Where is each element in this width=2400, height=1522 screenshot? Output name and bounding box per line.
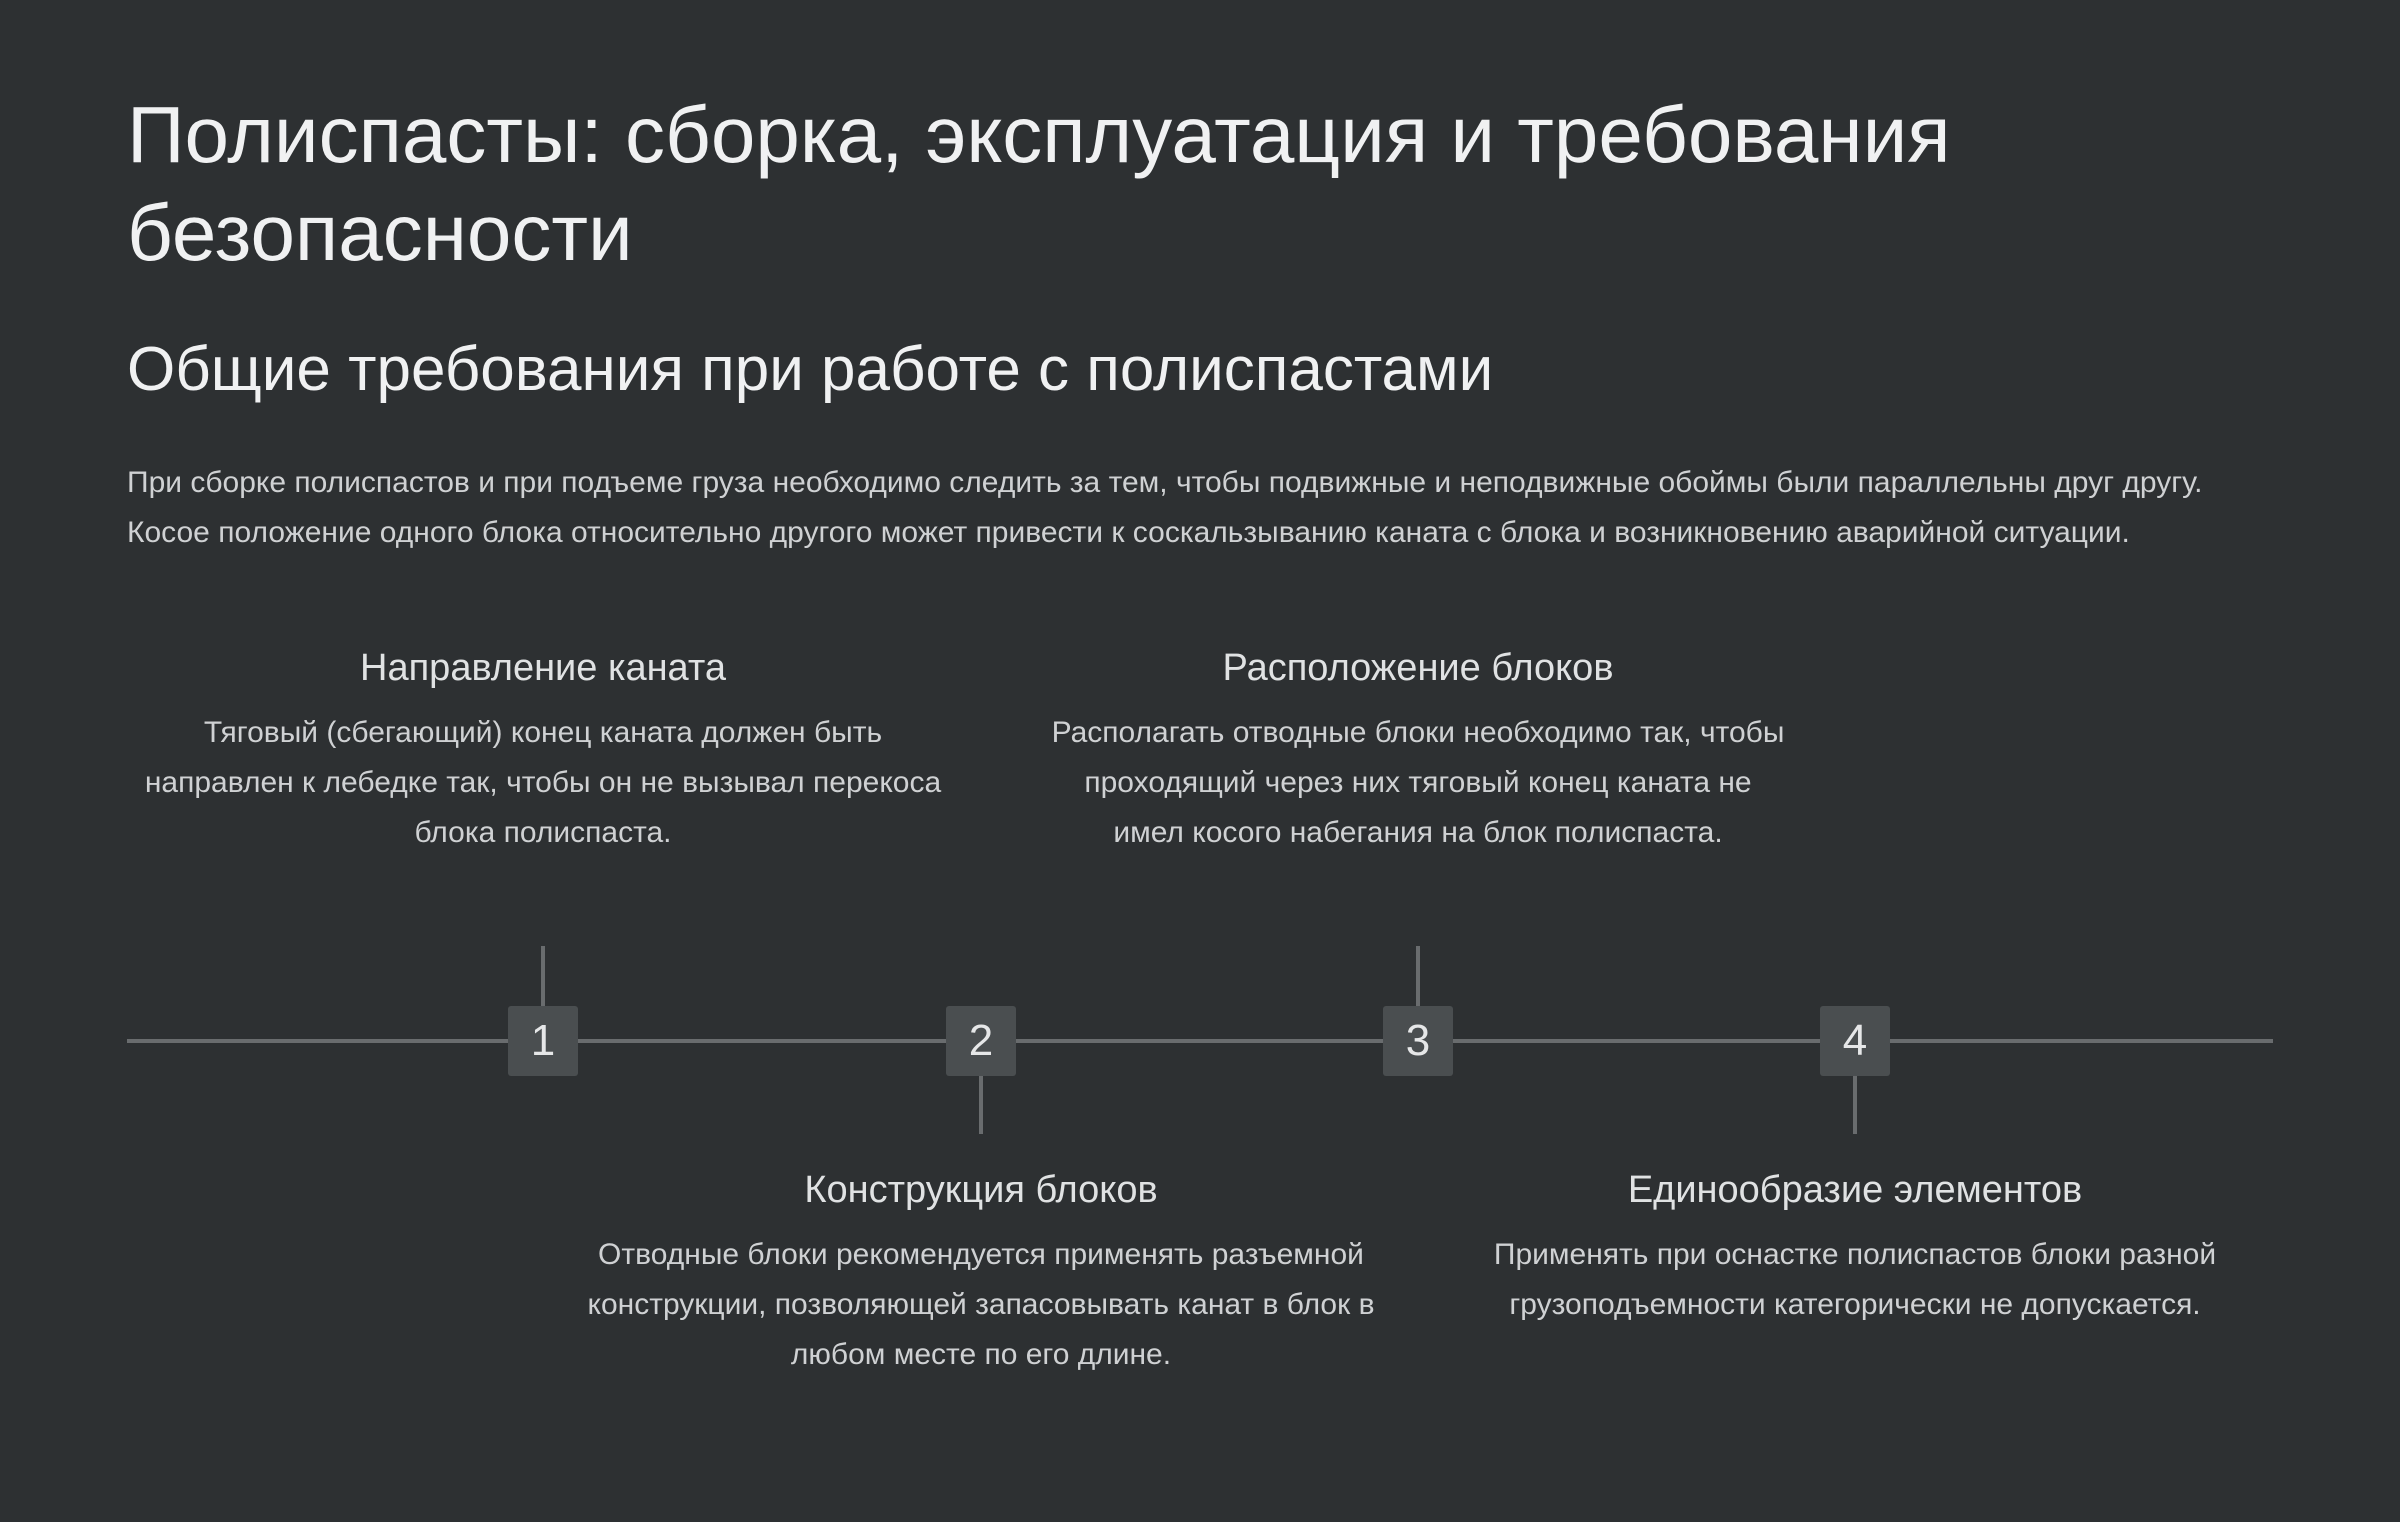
intro-paragraph: При сборке полиспастов и при подъеме гру… <box>127 466 2203 549</box>
section-heading: Общие требования при работе с полиспаста… <box>127 335 1494 404</box>
step-description: Отводные блоки рекомендуется применять р… <box>587 1238 1375 1371</box>
step-description: Тяговый (сбегающий) конец каната должен … <box>144 716 942 849</box>
timeline-step-3: Расположение блоков Располагать отводные… <box>1048 640 1788 858</box>
timeline-connector <box>979 1076 983 1134</box>
timeline-connector <box>1416 946 1420 1006</box>
timeline-step-1-marker: 1 <box>508 1006 578 1076</box>
timeline-connector <box>541 946 545 1006</box>
timeline-step-1: Направление каната Тяговый (сбегающий) к… <box>143 640 943 858</box>
step-description: Применять при оснастке полиспастов блоки… <box>1493 1238 2217 1321</box>
step-description: Располагать отводные блоки необходимо та… <box>1051 716 1785 849</box>
step-title: Конструкция блоков <box>804 1169 1158 1211</box>
step-title: Расположение блоков <box>1222 647 1614 689</box>
timeline-step-2: Конструкция блоков Отводные блоки рекоме… <box>581 1162 1381 1380</box>
page-title: Полиспасты: сборка, эксплуатация и требо… <box>127 90 1951 277</box>
step-title: Единообразие элементов <box>1627 1169 2083 1211</box>
timeline-axis <box>127 1039 2273 1043</box>
timeline-connector <box>1853 1076 1857 1134</box>
timeline-step-2-marker: 2 <box>946 1006 1016 1076</box>
timeline-step-3-marker: 3 <box>1383 1006 1453 1076</box>
timeline-step-4: Единообразие элементов Применять при осн… <box>1485 1162 2225 1330</box>
step-title: Направление каната <box>360 647 726 689</box>
timeline-step-4-marker: 4 <box>1820 1006 1890 1076</box>
